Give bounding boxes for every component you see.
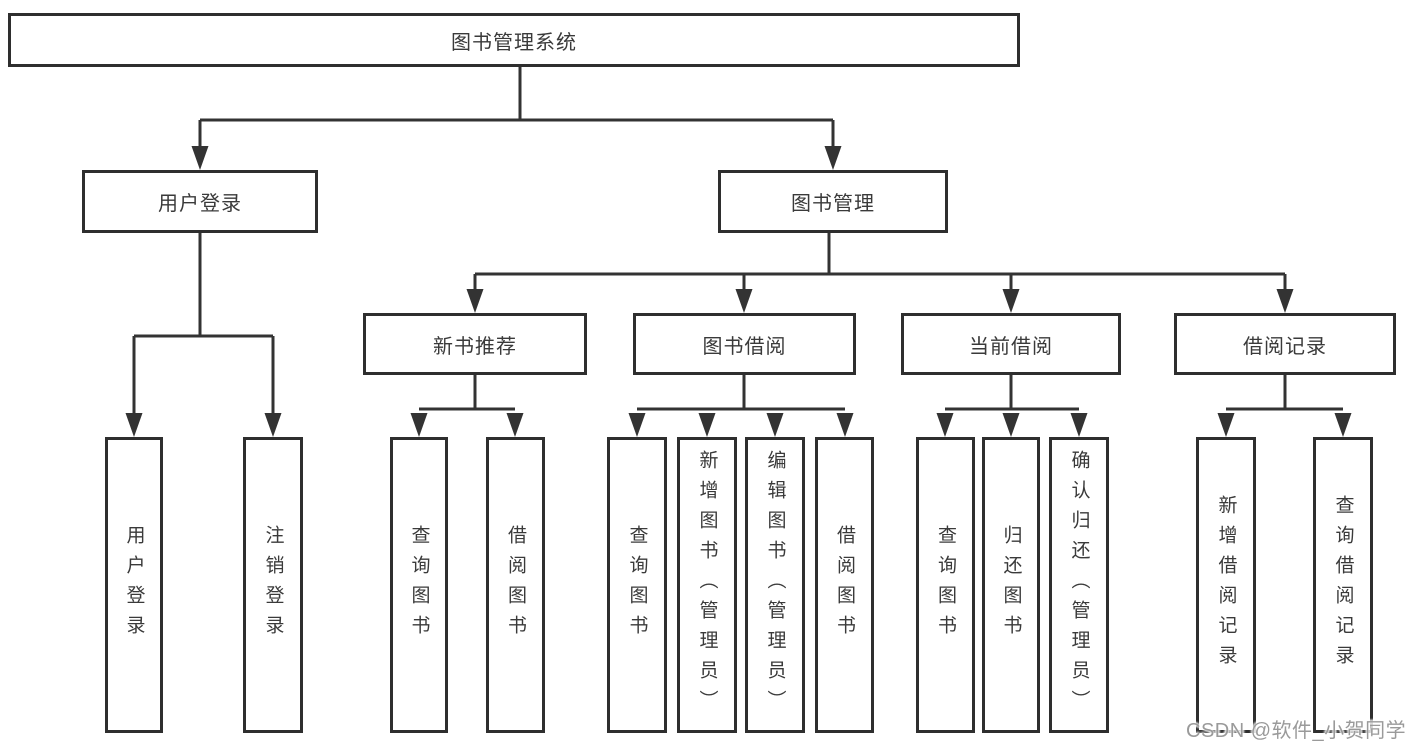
node-root: 图书管理系统 <box>8 13 1020 67</box>
leaf-records-query-borrow-record: 查询借阅记录 <box>1313 437 1373 733</box>
node-book-borrow-label: 图书借阅 <box>702 335 787 358</box>
leaf-current-confirm-return-admin-label: 确认归还（管理员） <box>1068 450 1090 720</box>
node-root-label: 图书管理系统 <box>451 31 577 54</box>
csdn-watermark: CSDN @软件_小贺同学 <box>1186 720 1405 742</box>
leaf-borrow-query-books-label: 查询图书 <box>626 525 648 645</box>
leaf-current-return-books-label: 归还图书 <box>1000 525 1022 645</box>
node-new-book-recommend-label: 新书推荐 <box>433 335 517 358</box>
node-new-book-recommend: 新书推荐 <box>363 313 587 375</box>
node-book-management-label: 图书管理 <box>791 193 875 215</box>
node-current-borrow: 当前借阅 <box>901 313 1121 375</box>
leaf-borrow-edit-books-admin: 编辑图书（管理员） <box>745 437 805 733</box>
leaf-newbook-borrow-books-label: 借阅图书 <box>505 525 526 645</box>
node-borrow-records: 借阅记录 <box>1174 313 1396 375</box>
leaf-borrow-edit-books-admin-label: 编辑图书（管理员） <box>764 450 786 720</box>
leaf-logout: 注销登录 <box>243 437 303 733</box>
leaf-borrow-query-books: 查询图书 <box>607 437 667 733</box>
node-user-login: 用户登录 <box>82 170 318 233</box>
leaf-records-query-borrow-record-label: 查询借阅记录 <box>1332 495 1354 675</box>
leaf-user-login-label: 用户登录 <box>123 525 145 645</box>
leaf-newbook-query-books: 查询图书 <box>390 437 448 733</box>
node-user-login-label: 用户登录 <box>158 193 242 215</box>
arrowheads <box>125 146 1352 437</box>
leaf-user-login: 用户登录 <box>105 437 163 733</box>
leaf-borrow-borrow-books-label: 借阅图书 <box>834 525 855 645</box>
leaf-borrow-borrow-books: 借阅图书 <box>815 437 874 733</box>
leaf-logout-label: 注销登录 <box>262 525 284 645</box>
node-book-management: 图书管理 <box>718 170 948 233</box>
leaf-records-add-borrow-record-label: 新增借阅记录 <box>1215 495 1237 675</box>
node-current-borrow-label: 当前借阅 <box>969 335 1053 358</box>
leaf-current-query-books-label: 查询图书 <box>935 525 956 645</box>
leaf-borrow-add-books-admin: 新增图书（管理员） <box>677 437 737 733</box>
leaf-current-return-books: 归还图书 <box>982 437 1040 733</box>
node-borrow-records-label: 借阅记录 <box>1243 335 1327 358</box>
leaf-current-confirm-return-admin: 确认归还（管理员） <box>1049 437 1109 733</box>
leaf-borrow-add-books-admin-label: 新增图书（管理员） <box>696 450 718 720</box>
leaf-records-add-borrow-record: 新增借阅记录 <box>1196 437 1256 733</box>
leaf-current-query-books: 查询图书 <box>916 437 975 733</box>
leaf-newbook-query-books-label: 查询图书 <box>408 525 430 645</box>
node-book-borrow: 图书借阅 <box>633 313 856 375</box>
leaf-newbook-borrow-books: 借阅图书 <box>486 437 545 733</box>
